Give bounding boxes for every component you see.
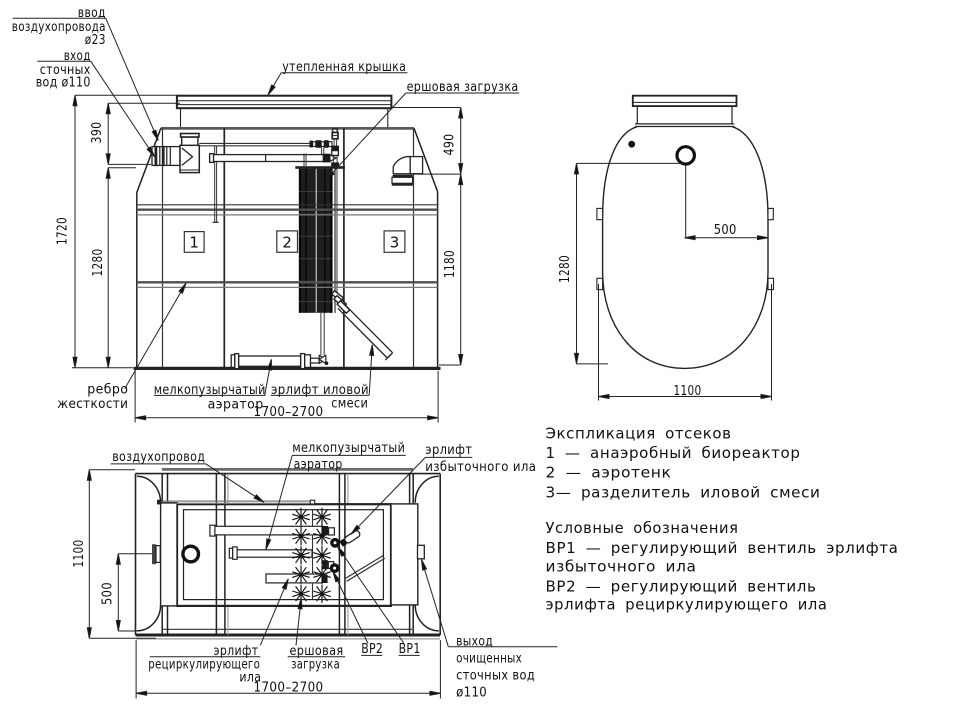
- front-sewage-inlet-label-2: сточных: [40, 63, 91, 78]
- front-view: ввод воздухопровода ø23 вход сточных вод…: [12, 6, 520, 423]
- plan-outlet-label-1: выход: [456, 634, 493, 649]
- front-compartment-labels: [183, 230, 406, 253]
- front-aerator-label-2: аэратор: [208, 397, 264, 412]
- front-compartment-2: 2: [282, 233, 292, 251]
- front-fine-bubble-aerator: [230, 312, 329, 370]
- front-cover-label: утепленная крышка: [282, 60, 406, 75]
- plan-outlet-label-2: очищенных: [456, 651, 522, 666]
- side-text-layer: 1280 500 1100: [558, 223, 737, 399]
- plan-left-chamber: [159, 502, 178, 607]
- front-dim-1180: 1180: [443, 250, 458, 278]
- legend-symbol-1a: ВР1 — регулирующий вентиль эрлифта: [546, 539, 899, 557]
- legend-symbol-2a: ВР2 — регулирующий вентиль: [546, 577, 817, 595]
- plan-sludge-airlift-diagonal: [344, 554, 386, 582]
- legend-symbols-title: Условные обозначения: [546, 519, 739, 537]
- front-compartment-1: 1: [189, 234, 199, 252]
- plan-right-chamber: [390, 503, 419, 606]
- front-sewage-inlet-pipe: [151, 132, 201, 174]
- side-dim-1280: 1280: [558, 255, 573, 283]
- plan-excess-airlift-label-2: избыточного ила: [425, 459, 536, 475]
- plan-excess-airlift: [339, 530, 361, 547]
- front-outlet-elbow: [391, 155, 424, 186]
- plan-recirc-airlift-label-3: ила: [239, 671, 261, 686]
- front-sludge-airlift-label-1: эрлифт иловой: [271, 383, 369, 398]
- plan-outer-shell: [134, 467, 442, 640]
- front-sludge-airlift-label-2: смеси: [331, 396, 368, 411]
- plan-view: воздухопровод мелкопузырчатый аэратор эр…: [72, 441, 558, 700]
- plan-brush-media-label-1: ершовая: [290, 644, 344, 659]
- plan-aerator-label-2: аэратор: [294, 457, 343, 472]
- front-dim-390: 390: [90, 122, 105, 144]
- front-air-inlet-label-2: воздухопровода: [12, 20, 106, 35]
- plan-leader-lines: [205, 455, 449, 647]
- front-rib-label-2: жесткости: [57, 397, 128, 412]
- front-insulated-cover: [175, 94, 393, 128]
- front-sewage-inlet-label-3: вод ø110: [36, 76, 91, 91]
- legend-symbol-1b: избыточного ила: [546, 558, 697, 576]
- side-lid: [631, 94, 738, 128]
- front-aerator-label-1: мелкопузырчатый: [154, 383, 266, 398]
- front-distribution-pipe: [209, 146, 338, 223]
- front-brush-media-column: [295, 166, 345, 313]
- legend-compartment-2: 2 — аэротенк: [546, 464, 672, 482]
- legend-compartment-3: 3— разделитель иловой смеси: [546, 483, 821, 501]
- legend-compartment-1: 1 — анаэробный биореактор: [546, 444, 801, 462]
- plan-recirc-airlift-label-2: рециркулирующего: [148, 657, 260, 672]
- front-air-inlet-label-1: ввод: [78, 6, 106, 21]
- plan-valve2-label: ВР2: [361, 642, 383, 657]
- plan-aerator-label-1: мелкопузырчатый: [292, 441, 405, 456]
- plan-recirc-airlift-label-1: эрлифт: [214, 644, 259, 659]
- plan-text-layer: воздухопровод мелкопузырчатый аэратор эр…: [72, 441, 558, 700]
- front-rib-label-1: ребро: [87, 382, 128, 398]
- front-dim-1720: 1720: [56, 217, 71, 245]
- plan-dividers-inner: [215, 504, 346, 606]
- front-air-inlet-label-3: ø23: [85, 33, 106, 48]
- plan-brush-media-label-2: загрузка: [291, 658, 340, 673]
- plan-outlet-label-3: сточных вод: [456, 668, 535, 683]
- front-dim-length: 1700–2700: [254, 405, 324, 420]
- side-dim-1100: 1100: [674, 384, 702, 399]
- legend-symbol-2b: эрлифта рециркулирующего ила: [546, 595, 828, 613]
- front-dim-490: 490: [443, 134, 458, 156]
- plan-outlet-label-4: ø110: [456, 685, 487, 700]
- legend-compartments-title: Экспликация отсеков: [546, 425, 732, 443]
- plan-excess-airlift-label-1: эрлифт: [425, 443, 472, 458]
- side-body: [596, 125, 775, 370]
- front-text-layer: ввод воздухопровода ø23 вход сточных вод…: [12, 6, 520, 420]
- front-dimensions: [72, 94, 464, 423]
- plan-outlet-stub: [416, 544, 425, 560]
- side-dimensions: [574, 162, 772, 401]
- plan-air-duct-label: воздухопровод: [112, 450, 205, 465]
- front-leader-lines: [90, 18, 407, 396]
- front-dim-1280: 1280: [91, 249, 106, 277]
- side-view: 1280 500 1100: [558, 94, 775, 401]
- plan-valves: [322, 526, 340, 583]
- side-vent-dot: [628, 140, 636, 148]
- plan-air-duct: [157, 499, 316, 505]
- front-brush-media-label: ершовая загрузка: [407, 80, 519, 95]
- front-stiffening-ribs: [136, 204, 438, 288]
- plan-dim-length: 1700–2700: [254, 681, 324, 696]
- plan-dim-500: 500: [101, 582, 116, 605]
- side-dim-500: 500: [714, 223, 737, 238]
- front-sludge-airlift-pipe: [330, 289, 394, 361]
- front-sewage-inlet-label-1: вход: [64, 49, 91, 64]
- front-air-manifold: [199, 140, 333, 155]
- legend: Экспликация отсеков 1 — анаэробный биоре…: [546, 425, 899, 614]
- plan-pipes: [209, 524, 324, 584]
- front-compartment-3: 3: [390, 233, 400, 251]
- plan-dimensions: [86, 469, 441, 699]
- side-inlet-hole: [675, 145, 696, 166]
- front-valve-assembly: [303, 128, 340, 167]
- plan-valve1-label: ВР1: [399, 642, 421, 657]
- plan-inlet: [152, 544, 201, 565]
- plan-dim-1100: 1100: [72, 540, 87, 568]
